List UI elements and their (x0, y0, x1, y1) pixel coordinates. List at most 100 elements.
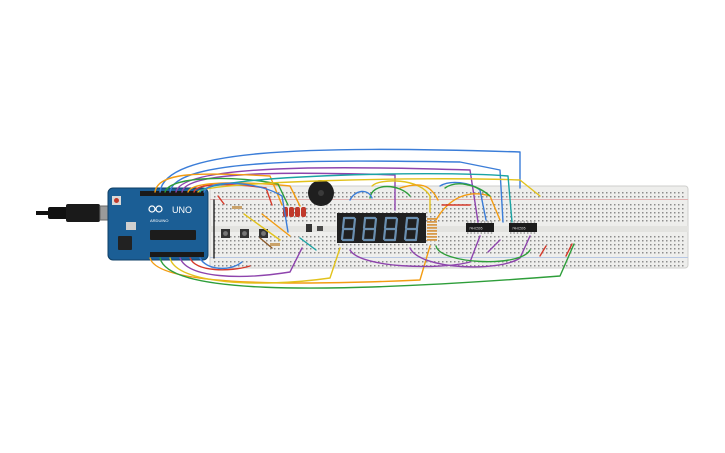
wire-red[interactable] (193, 184, 273, 206)
wire-purple[interactable] (349, 235, 481, 268)
piezo-buzzer[interactable] (308, 180, 334, 206)
breadboard-hole (434, 192, 436, 194)
breadboard-hole (306, 240, 308, 242)
breadboard-hole (378, 212, 380, 214)
wire-purple[interactable] (179, 247, 303, 278)
push-button-cap (223, 231, 228, 236)
breadboard-hole (274, 208, 276, 210)
resistor[interactable] (232, 206, 242, 209)
breadboard-hole (562, 204, 564, 206)
breadboard-hole (326, 248, 328, 250)
breadboard-hole (234, 192, 236, 194)
wire-purple[interactable] (487, 239, 501, 253)
breadboard-hole (262, 196, 264, 198)
wire-blue[interactable] (169, 160, 504, 223)
breadboard-hole (510, 244, 512, 246)
breadboard-hole (346, 192, 348, 194)
wire-green[interactable] (369, 185, 411, 199)
breadboard-hole (374, 204, 376, 206)
wire-blue[interactable] (199, 257, 243, 269)
wire-yellow[interactable] (243, 213, 281, 241)
shift-register-chip[interactable]: 74HC595 (509, 221, 537, 234)
resistor[interactable] (427, 224, 437, 226)
breadboard-hole (522, 244, 524, 246)
breadboard-hole (382, 196, 384, 198)
push-buttons[interactable] (221, 229, 268, 238)
wire-green[interactable] (435, 245, 531, 263)
wire-yellow[interactable] (169, 247, 341, 284)
wire-teal[interactable] (299, 237, 317, 251)
breadboard[interactable] (209, 185, 689, 269)
resistor[interactable] (427, 218, 437, 220)
breadboard-hole (250, 252, 252, 254)
wire-red[interactable] (539, 245, 547, 257)
board-brand-text: ARDUINO (150, 218, 168, 223)
resistor[interactable] (427, 227, 437, 229)
breadboard-hole (230, 208, 232, 210)
breadboard-hole (674, 208, 676, 210)
wire-orange[interactable] (149, 245, 431, 284)
wire-yellow[interactable] (197, 178, 541, 197)
breadboard-hole (470, 192, 472, 194)
resistor[interactable] (427, 230, 437, 232)
breadboard-hole (522, 192, 524, 194)
jumper-wires[interactable] (149, 148, 575, 289)
breadboard-hole (618, 208, 620, 210)
arduino-uno-board[interactable]: UNO ARDUINO (107, 187, 209, 261)
breadboard-hole (218, 261, 220, 263)
seven-segment-display[interactable] (337, 213, 426, 243)
microcontroller-chip (150, 230, 196, 240)
wire-yellow[interactable] (371, 180, 431, 213)
breadboard-hole (386, 212, 388, 214)
led[interactable] (295, 207, 300, 217)
breadboard-hole (222, 252, 224, 254)
breadboard-hole (602, 236, 604, 238)
breadboard-hole (622, 196, 624, 198)
wire-blue[interactable] (159, 148, 521, 193)
analog-header[interactable] (150, 252, 204, 257)
breadboard-hole (274, 216, 276, 218)
breadboard-hole (606, 220, 608, 222)
wire-blue[interactable] (349, 190, 373, 201)
breadboard-hole (614, 244, 616, 246)
resistor[interactable] (270, 243, 280, 246)
led[interactable] (289, 207, 294, 217)
wire-red[interactable] (217, 195, 225, 205)
wire-blue[interactable] (203, 182, 289, 233)
breadboard-hole (478, 192, 480, 194)
wire-orange[interactable] (154, 173, 283, 206)
breadboard-hole (674, 244, 676, 246)
wire-teal[interactable] (199, 173, 513, 223)
breadboard-hole (526, 265, 528, 267)
wire-blue[interactable] (439, 181, 487, 221)
resistor[interactable] (427, 236, 437, 238)
resistor[interactable] (427, 233, 437, 235)
diode[interactable] (317, 226, 323, 231)
breadboard-hole (622, 216, 624, 218)
wire-orange[interactable] (399, 184, 439, 201)
breadboard-hole (598, 220, 600, 222)
breadboard-hole (330, 244, 332, 246)
led[interactable] (301, 207, 306, 217)
resistor[interactable] (427, 221, 437, 223)
resistor[interactable] (427, 239, 437, 241)
breadboard-hole (594, 244, 596, 246)
wire-green[interactable] (159, 243, 575, 289)
wire-purple[interactable] (409, 235, 531, 268)
breadboard-hole (658, 261, 660, 263)
wire-orange[interactable] (261, 213, 291, 237)
digital-header[interactable] (140, 191, 204, 196)
wire-purple[interactable] (175, 167, 479, 223)
breadboard-hole (326, 244, 328, 246)
wire-red[interactable] (565, 243, 573, 257)
breadboard-hole (262, 261, 264, 263)
breadboard-hole (354, 212, 356, 214)
wire-brown[interactable] (259, 237, 273, 249)
breadboard-hole (650, 196, 652, 198)
resistor-array[interactable] (427, 218, 437, 241)
wire-green[interactable] (444, 183, 491, 197)
wire-red[interactable] (189, 257, 251, 271)
transistor[interactable] (306, 224, 312, 232)
breadboard-hole (590, 252, 592, 254)
